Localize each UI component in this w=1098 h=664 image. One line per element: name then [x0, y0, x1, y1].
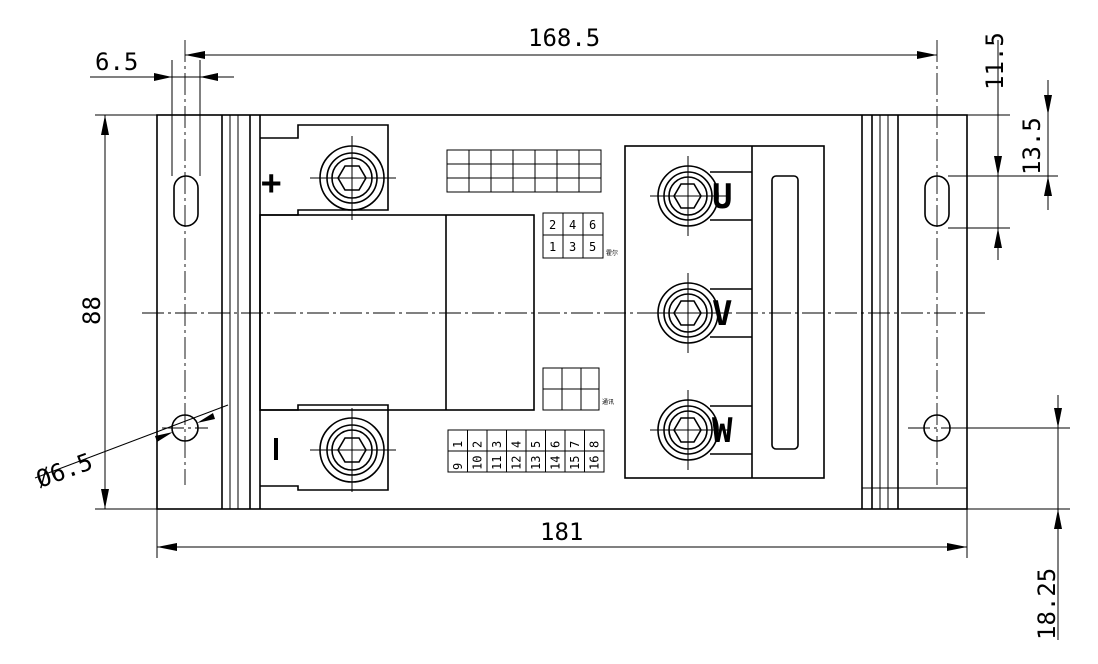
minus-terminal-label — [274, 438, 278, 460]
grid-cell — [578, 163, 602, 179]
grid-cell — [534, 177, 558, 193]
hall-pin: 1 — [549, 240, 556, 254]
hall-pin: 2 — [549, 218, 556, 232]
dim-hole-diameter: Ø6.5 — [32, 404, 229, 494]
u-terminal — [650, 156, 752, 236]
signal-pin-connector: 1 9 2 10 3 11 4 12 5 13 6 14 7 15 8 16 — [447, 429, 605, 473]
grid-cell — [468, 163, 492, 179]
grid-cell — [512, 163, 536, 179]
dim-slot-height-text: 13.5 — [1018, 117, 1046, 175]
dim-slot-height: 13.5 — [948, 80, 1058, 210]
output-terminal-panel — [624, 145, 825, 479]
w-terminal-label: W — [712, 411, 733, 451]
comm-connector: 通讯 — [542, 367, 614, 411]
dim-hole-offset-text: 6.5 — [95, 48, 138, 76]
grid-cell — [468, 149, 492, 165]
grid-cell — [490, 177, 514, 193]
dim-right-bottom-text: 18.25 — [1033, 568, 1061, 640]
v-terminal-label: V — [712, 294, 732, 334]
pin-label: 15 — [568, 456, 582, 470]
dim-right-top: 11.5 — [948, 32, 1010, 260]
right-mounting-slot — [924, 175, 950, 227]
pin-label: 6 — [549, 441, 563, 448]
pin-label: 13 — [529, 456, 543, 470]
grid-cell — [512, 177, 536, 193]
pin-label: 4 — [510, 441, 524, 448]
dim-top-width: 168.5 — [185, 24, 937, 59]
plus-terminal-block — [260, 124, 389, 216]
pin-label: 7 — [568, 441, 582, 448]
dim-hole-offset: 6.5 — [90, 48, 234, 176]
grid-cell — [468, 177, 492, 193]
hall-pin: 3 — [569, 240, 576, 254]
pin-label: 16 — [588, 456, 602, 470]
pin-label: 5 — [529, 441, 543, 448]
plus-terminal-screw — [310, 136, 396, 220]
top-grid — [446, 149, 602, 193]
grid-cell — [556, 163, 580, 179]
plus-terminal-label: + — [261, 163, 281, 203]
dim-bottom-width: 181 — [156, 509, 968, 558]
minus-terminal-block — [260, 404, 389, 491]
pin-label: 10 — [471, 456, 485, 470]
base-plate — [156, 114, 968, 510]
pin-label: 2 — [471, 441, 485, 448]
u-terminal-label: U — [712, 177, 732, 217]
grid-cell — [490, 149, 514, 165]
dim-height: 88 — [78, 114, 157, 510]
grid-cell — [490, 163, 514, 179]
pin-label: 3 — [490, 441, 504, 448]
grid-cell — [512, 149, 536, 165]
grid-cell — [556, 177, 580, 193]
pin-label: 8 — [588, 441, 602, 448]
pin-label: 9 — [451, 463, 465, 470]
v-terminal — [650, 273, 752, 353]
dim-top-width-text: 168.5 — [528, 24, 600, 52]
dim-height-text: 88 — [78, 296, 106, 325]
hall-pin: 4 — [569, 218, 576, 232]
grid-cell — [578, 149, 602, 165]
pin-label: 11 — [490, 456, 504, 470]
grid-cell — [534, 149, 558, 165]
pin-cell — [584, 450, 605, 473]
pin-label: 14 — [549, 456, 563, 470]
grid-cell — [578, 177, 602, 193]
dim-bottom-width-text: 181 — [540, 518, 583, 546]
output-busbar — [771, 175, 799, 450]
grid-cell — [556, 149, 580, 165]
grid-cell — [446, 163, 470, 179]
dim-right-bottom: 18.25 — [950, 395, 1070, 640]
dim-hole-diameter-text: Ø6.5 — [32, 448, 96, 494]
hall-connector: 2 4 6 1 3 5 霍尔 — [542, 212, 618, 259]
pin-label: 1 — [451, 441, 465, 448]
hall-pin: 6 — [589, 218, 596, 232]
hall-label: 霍尔 — [606, 249, 618, 257]
left-mounting-slot — [173, 175, 199, 227]
grid-cell — [446, 149, 470, 165]
dim-right-top-text: 11.5 — [981, 32, 1009, 90]
w-terminal — [650, 390, 752, 470]
comm-label: 通讯 — [602, 398, 614, 406]
module-body — [259, 214, 535, 411]
hall-pin: 5 — [589, 240, 596, 254]
minus-terminal-screw — [310, 408, 396, 492]
grid-cell — [534, 163, 558, 179]
grid-cell — [446, 177, 470, 193]
pin-label: 12 — [510, 456, 524, 470]
